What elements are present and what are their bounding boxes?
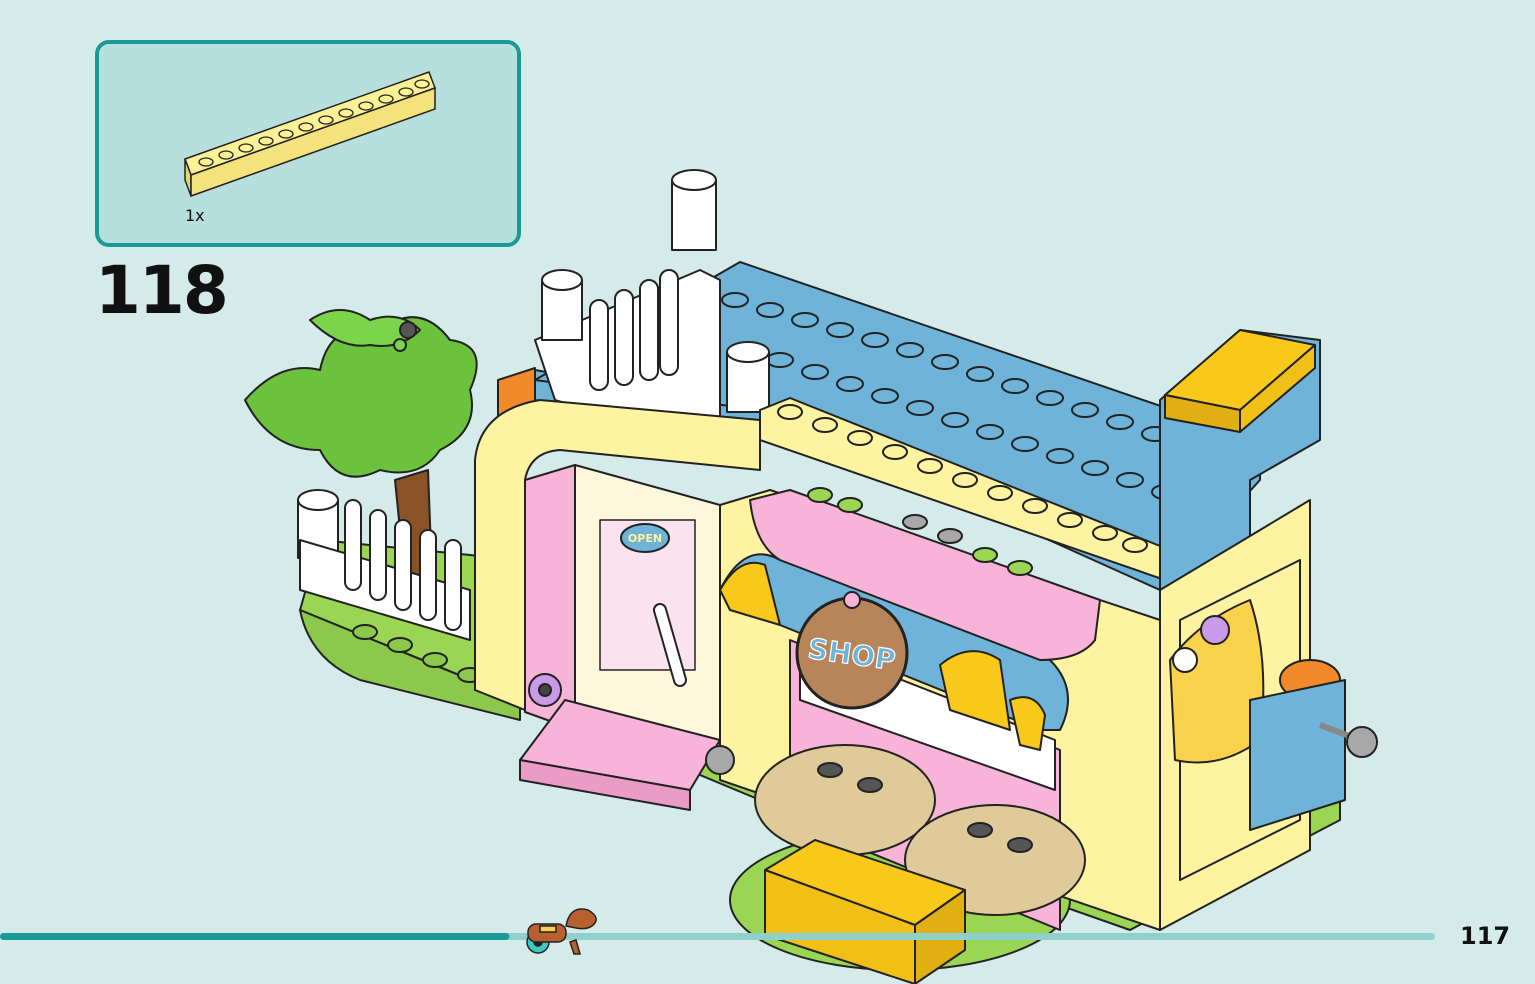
yellow-1x12-brick-icon xyxy=(184,71,436,198)
page-number: 117 xyxy=(1460,922,1511,950)
progress-fill xyxy=(0,933,510,940)
parts-callout: 1x xyxy=(95,40,521,247)
progress-bar xyxy=(0,933,1435,940)
open-sign: OPEN xyxy=(628,532,662,545)
part-quantity: 1x xyxy=(185,206,205,225)
step-number: 118 xyxy=(95,252,229,329)
dog-progress-marker-icon xyxy=(526,908,597,955)
